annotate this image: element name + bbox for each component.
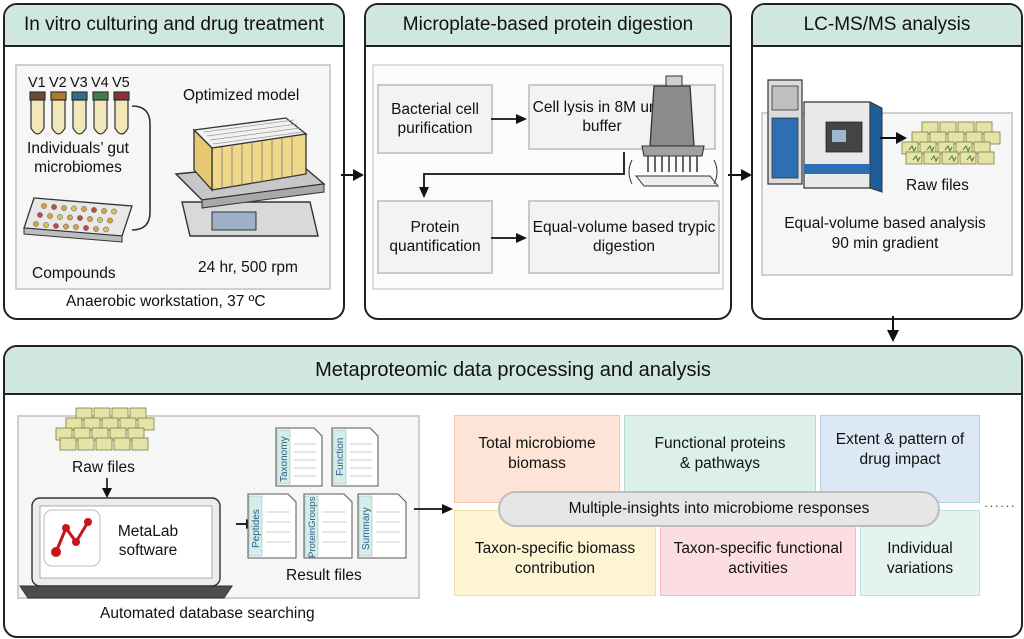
compounds-label: Compounds: [32, 265, 116, 282]
tile-functional-proteins: Functional proteins & pathways: [624, 415, 816, 503]
raw-files-icon: [901, 121, 1001, 165]
panel-culturing-title: In vitro culturing and drug treatment: [5, 5, 343, 47]
tile-drug-impact: Extent & pattern of drug impact: [820, 415, 980, 503]
arrow-2-to-3: [728, 169, 752, 181]
raw-files-small-icon: [55, 407, 155, 451]
shaker-label: 24 hr, 500 rpm: [198, 259, 298, 276]
panel-metaproteomics-title: Metaproteomic data processing and analys…: [5, 347, 1021, 395]
sample-tubes-icon: [29, 91, 130, 135]
step-protein-quantification: Protein quantification: [377, 200, 493, 274]
analysis-line-1: Equal-volume based analysis: [784, 215, 986, 232]
file-tab-function: Function: [335, 438, 346, 476]
step-cell-purification: Bacterial cell purification: [377, 84, 493, 154]
metalab-logo-icon: [43, 509, 101, 567]
arrow-to-raw-files: [880, 132, 907, 144]
vessel-label-v4: V4: [91, 75, 109, 91]
vessel-label-v5: V5: [112, 75, 130, 91]
vessel-label-v3: V3: [70, 75, 88, 91]
more-ellipsis: ······: [984, 498, 1016, 513]
analysis-line-2: 90 min gradient: [831, 235, 939, 252]
arrow-raw-to-software: [102, 478, 112, 498]
microbiome-label: Individuals’ gut microbiomes: [27, 140, 129, 177]
metalab-software-label: MetaLab software: [117, 523, 179, 560]
tile-total-biomass: Total microbiome biomass: [454, 415, 620, 503]
compound-plate-icon: [23, 197, 133, 243]
model-label: Optimized model: [183, 87, 300, 104]
metalab-raw-files-label: Raw files: [72, 459, 135, 476]
file-tab-proteingroups: ProteinGroups: [307, 496, 318, 558]
bracket-connector: [131, 105, 151, 231]
plate-shaker-icon: [174, 117, 326, 237]
workstation-label: Anaerobic workstation, 37 ºC: [66, 293, 266, 310]
panel-digestion-title: Microplate-based protein digestion: [366, 5, 730, 47]
result-files-label: Result files: [286, 567, 362, 584]
vessel-label-v2: V2: [49, 75, 67, 91]
file-tab-taxonomy: Taxonomy: [279, 436, 290, 482]
result-documents-icon: Taxonomy Function Peptides ProteinGroups…: [247, 427, 407, 559]
insights-banner: Multiple-insights into microbiome respon…: [498, 491, 940, 527]
arrow-3-to-4: [887, 316, 899, 342]
arrow-results-to-insights: [414, 504, 453, 514]
mass-spectrometer-icon: [767, 79, 883, 193]
step-trypic-digestion: Equal-volume based trypic digestion: [528, 200, 720, 274]
lcms-raw-files-label: Raw files: [906, 177, 969, 194]
database-search-label: Automated database searching: [100, 605, 315, 622]
arrow-1-to-2: [341, 169, 364, 181]
vessel-label-v1: V1: [28, 75, 46, 91]
multichannel-pipette-icon: [628, 75, 720, 187]
panel-lcms-title: LC-MS/MS analysis: [753, 5, 1021, 47]
file-tab-peptides: Peptides: [251, 509, 262, 548]
file-tab-summary: Summary: [361, 507, 372, 550]
